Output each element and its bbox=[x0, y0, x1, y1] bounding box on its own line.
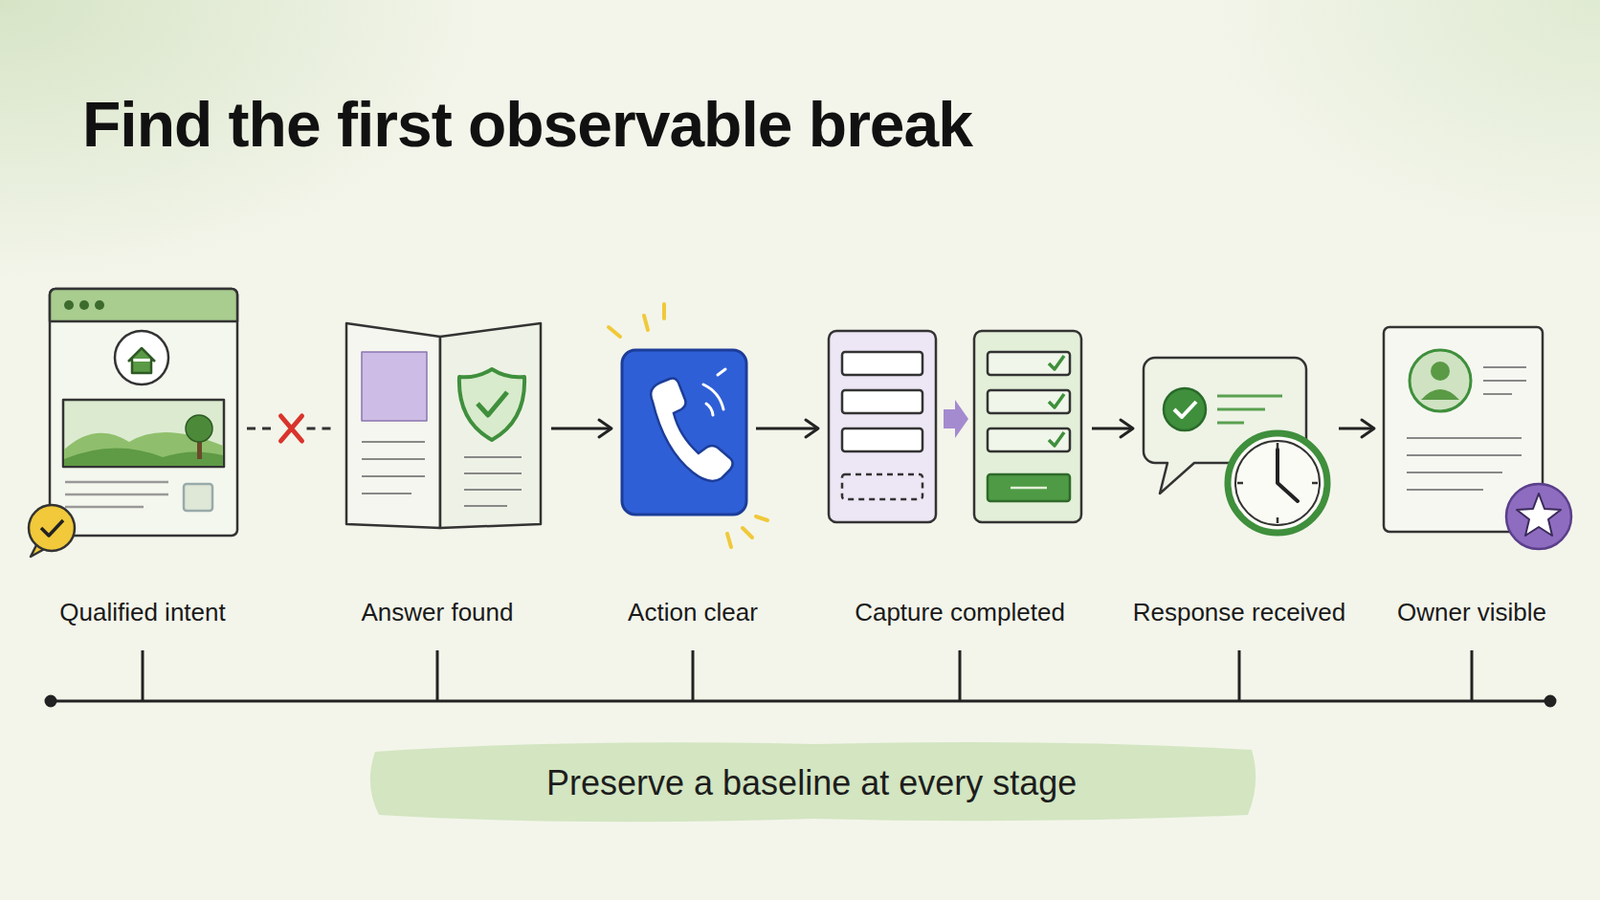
dashed-connector bbox=[307, 427, 337, 431]
response-icon bbox=[1143, 357, 1328, 534]
connector-line bbox=[1338, 427, 1375, 431]
connector-line bbox=[551, 427, 612, 431]
timeline bbox=[45, 650, 1556, 707]
connector bbox=[246, 416, 336, 442]
break-cross bbox=[281, 416, 303, 442]
watercolor-wash bbox=[1196, 0, 1600, 249]
stage-label: Qualified intent bbox=[59, 598, 225, 628]
dashed-connector bbox=[246, 427, 277, 431]
stage-node: Qualified intent bbox=[47, 287, 240, 538]
caption: Preserve a baseline at every stage bbox=[546, 763, 1077, 804]
arrowhead bbox=[599, 420, 612, 438]
phone-icon bbox=[608, 304, 768, 548]
stage-node: Response received bbox=[1140, 355, 1332, 538]
arrowhead bbox=[805, 420, 819, 438]
web-page-icon bbox=[28, 288, 238, 557]
stage-label: Action clear bbox=[627, 598, 758, 628]
caption-band bbox=[370, 742, 1256, 823]
arrowhead bbox=[1120, 420, 1134, 438]
arrowhead bbox=[1361, 420, 1375, 438]
stage-label: Answer found bbox=[361, 598, 514, 628]
diagram-title: Find the first observable break bbox=[82, 88, 973, 161]
form-icon bbox=[828, 331, 1082, 523]
stage-node: Action clear bbox=[619, 348, 749, 517]
connector bbox=[1091, 420, 1134, 438]
connector bbox=[755, 420, 819, 438]
connector bbox=[1338, 420, 1375, 438]
stage-node: Answer found bbox=[343, 321, 544, 531]
stage-label: Response received bbox=[1133, 598, 1347, 628]
stage-label: Capture completed bbox=[854, 598, 1066, 628]
stage-label: Owner visible bbox=[1397, 598, 1547, 628]
connector bbox=[551, 420, 612, 438]
answer-book-icon bbox=[346, 323, 541, 529]
connector-line bbox=[755, 427, 819, 431]
connector-line bbox=[1091, 427, 1134, 431]
owner-profile-icon bbox=[1383, 327, 1572, 550]
stage-node: Owner visible bbox=[1381, 324, 1545, 535]
stage-node: Capture completed bbox=[825, 328, 1085, 526]
